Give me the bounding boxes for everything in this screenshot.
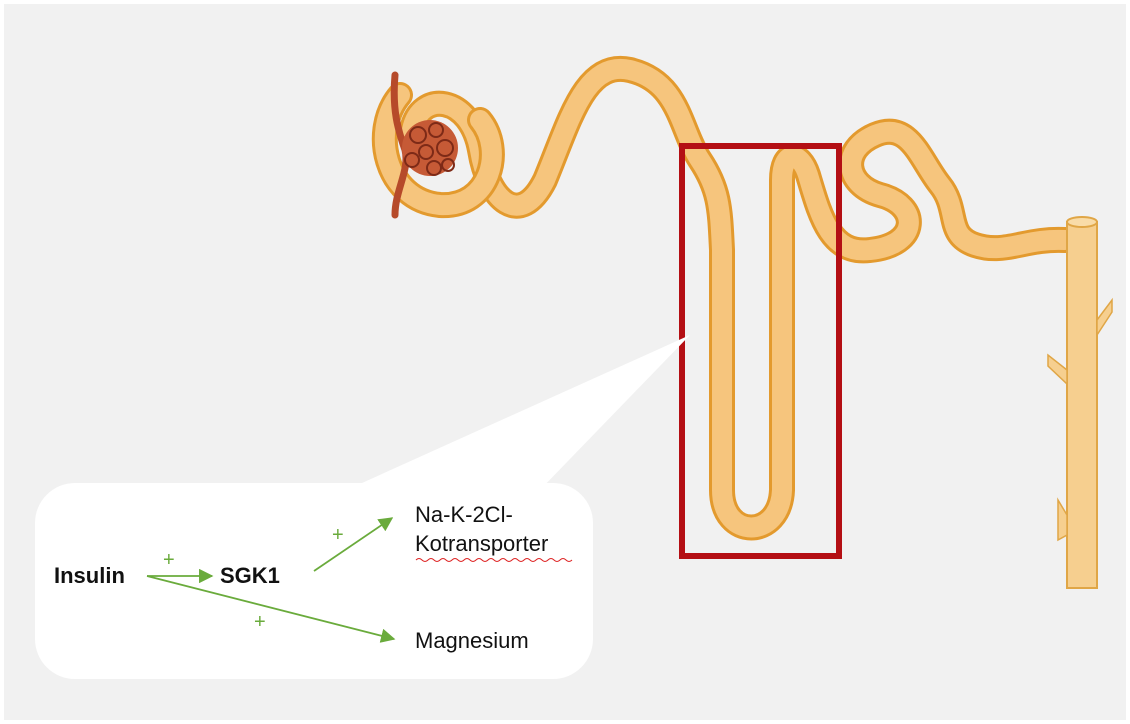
insulin-label: Insulin [54,563,125,588]
plus-insulin-sgk1: + [163,549,175,571]
transporter-label-line1: Na-K-2Cl- [415,502,513,527]
magnesium-label: Magnesium [415,628,529,653]
transporter-label-line2: Kotransporter [415,531,548,556]
plus-sgk1-transporter: + [332,524,344,546]
plus-insulin-magnesium: + [254,611,266,633]
sgk1-label: SGK1 [220,563,280,588]
